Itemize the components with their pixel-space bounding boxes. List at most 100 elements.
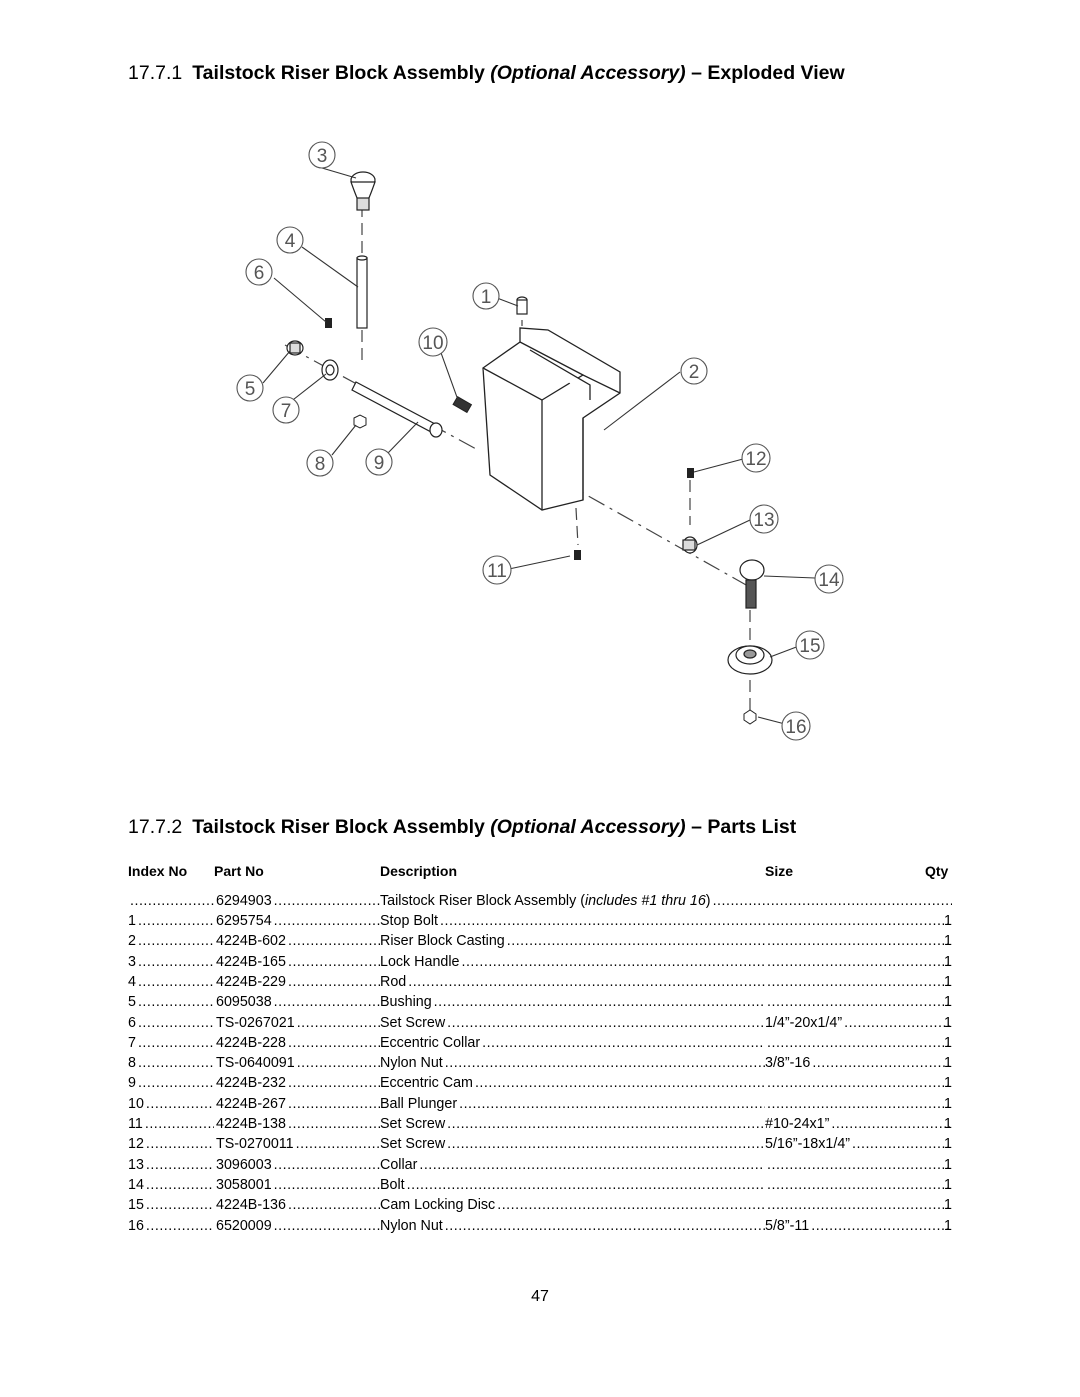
- nylon-nut-16: [743, 709, 757, 725]
- riser-block-casting: [482, 327, 621, 511]
- size-cell: [765, 992, 950, 1012]
- size-cell: [765, 1094, 950, 1114]
- col-header-size: Size: [765, 863, 794, 879]
- callout-12: 12: [745, 449, 766, 470]
- description-cell: Set Screw: [380, 1012, 765, 1033]
- part-cell: 4224B-602: [214, 931, 380, 952]
- bushing-part: [286, 340, 304, 356]
- callout-9: 9: [374, 453, 385, 474]
- qty-cell: 1: [944, 1197, 952, 1214]
- col-header-description: Description: [380, 863, 458, 879]
- description-cell: Nylon Nut: [380, 1053, 765, 1074]
- callout-15: 15: [799, 636, 820, 657]
- qty-cell: 1: [944, 953, 952, 970]
- index-cell: 12: [128, 1134, 214, 1155]
- qty-cell: 1: [944, 1014, 952, 1031]
- part-cell: 3058001: [214, 1174, 380, 1195]
- description-cell: Stop Bolt: [380, 911, 765, 931]
- callout-2: 2: [689, 362, 700, 383]
- part-cell: 6095038: [214, 992, 380, 1013]
- callout-14: 14: [818, 570, 840, 591]
- description-cell: Set Screw: [380, 1114, 765, 1134]
- qty-cell: 1: [944, 1075, 952, 1092]
- collar-part: [682, 536, 698, 554]
- index-cell: 5: [128, 992, 214, 1013]
- section-number: 17.7.1: [128, 62, 183, 84]
- qty-cell: 1: [944, 1055, 952, 1072]
- index-cell: 8: [128, 1053, 214, 1074]
- part-cell: TS-0270011: [214, 1134, 380, 1155]
- table-row: 8TS-0640091Nylon Nut3/8”-161: [128, 1053, 952, 1074]
- part-cell: 4224B-136: [214, 1195, 380, 1216]
- part-cell: 4224B-228: [214, 1032, 380, 1053]
- size-cell: 5/8”-11: [765, 1215, 950, 1236]
- index-cell: 6: [128, 1012, 214, 1033]
- part-cell: TS-0267021: [214, 1012, 380, 1033]
- bolt-part: [739, 559, 765, 609]
- callout-7: 7: [281, 401, 292, 422]
- set-screw-11: [574, 550, 581, 560]
- callout-11: 11: [487, 561, 507, 582]
- qty-cell: 1: [944, 1176, 952, 1193]
- description-cell: Nylon Nut: [380, 1215, 765, 1236]
- callout-13: 13: [753, 510, 774, 531]
- section-title: Tailstock Riser Block Assembly: [192, 816, 485, 838]
- set-screw-12: [687, 468, 694, 478]
- table-row: 114224B-138Set Screw#10-24x1”1: [128, 1114, 952, 1134]
- description-cell: Bushing: [380, 992, 765, 1013]
- qty-cell: 1: [944, 913, 952, 929]
- table-row: 166520009Nylon Nut5/8”-111: [128, 1215, 952, 1236]
- part-cell: 3096003: [214, 1154, 380, 1175]
- index-cell: 15: [128, 1195, 214, 1216]
- description-cell: Eccentric Cam: [380, 1073, 765, 1094]
- qty-cell: 1: [944, 1136, 952, 1153]
- table-row-assembly: 6294903 Tailstock Riser Block Assembly (…: [128, 891, 952, 911]
- table-row: 154224B-136Cam Locking Disc1: [128, 1195, 952, 1216]
- part-cell: 4224B-165: [214, 951, 380, 972]
- qty-cell: 1: [944, 994, 952, 1011]
- description-cell: Collar: [380, 1154, 765, 1175]
- section-title: Tailstock Riser Block Assembly: [192, 62, 485, 84]
- table-row: 143058001Bolt 1: [128, 1174, 952, 1195]
- size-cell: [765, 972, 950, 992]
- part-cell: TS-0640091: [214, 1053, 380, 1074]
- qty-cell: 1: [944, 1034, 952, 1051]
- index-cell: 4: [128, 971, 214, 992]
- part-cell: 6520009: [214, 1215, 380, 1236]
- index-cell: 10: [128, 1093, 214, 1114]
- section-title-suffix: – Exploded View: [691, 62, 845, 84]
- col-header-part: Part No: [214, 863, 264, 879]
- description-cell: Lock Handle: [380, 951, 765, 972]
- index-cell: 14: [128, 1174, 214, 1195]
- section-title-suffix: – Parts List: [691, 816, 797, 838]
- size-cell: [765, 1073, 950, 1093]
- index-cell: 16: [128, 1215, 214, 1236]
- size-cell: 5/16”-18x1/4”: [765, 1134, 950, 1155]
- stop-bolt-part: [516, 296, 528, 315]
- part-cell: 4224B-138: [214, 1114, 380, 1134]
- table-row: 16295754Stop Bolt1: [128, 911, 952, 931]
- page-number: 47: [531, 1288, 549, 1305]
- description-cell: Ball Plunger: [380, 1093, 765, 1114]
- part-cell: 4224B-232: [214, 1073, 380, 1094]
- qty-cell: 1: [944, 933, 952, 950]
- section-number: 17.7.2: [128, 816, 183, 838]
- table-row: 133096003Collar1: [128, 1154, 952, 1175]
- description-cell: Rod: [380, 971, 765, 992]
- description-cell: Riser Block Casting: [380, 931, 765, 952]
- size-cell: [765, 911, 950, 931]
- index-cell: [128, 891, 214, 911]
- col-header-qty: Qty: [925, 863, 949, 879]
- part-cell: 6295754: [214, 911, 380, 931]
- table-row: 24224B-602Riser Block Casting1: [128, 931, 952, 952]
- part-cell: 4224B-267: [214, 1093, 380, 1114]
- size-cell: [765, 1155, 950, 1175]
- size-cell: [765, 1175, 950, 1195]
- description-cell: Bolt: [380, 1174, 765, 1195]
- table-row: 94224B-232Eccentric Cam1: [128, 1073, 952, 1094]
- qty-cell: 1: [944, 1095, 952, 1112]
- col-header-index: Index No: [128, 863, 188, 879]
- size-cell: [765, 952, 950, 972]
- description-cell: Eccentric Collar: [380, 1032, 765, 1053]
